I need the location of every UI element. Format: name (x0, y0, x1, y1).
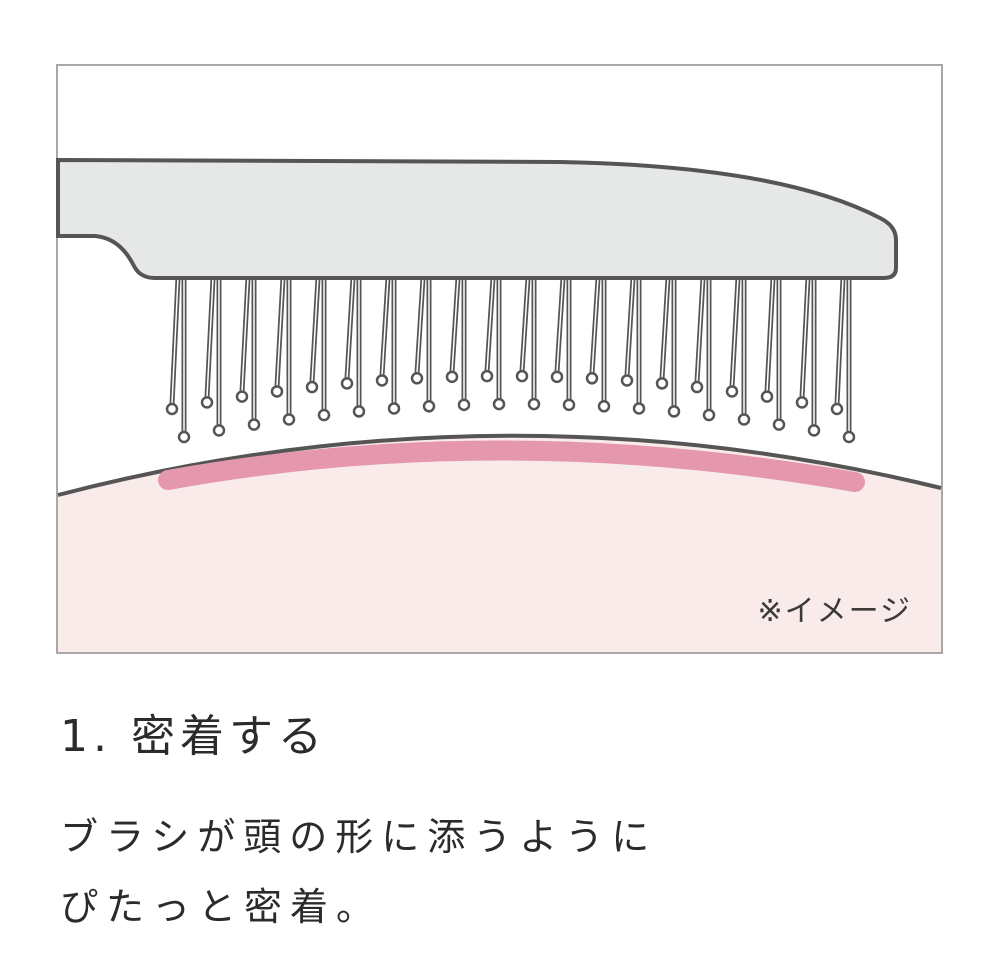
bristle-tip (445, 370, 459, 384)
bristle-tip (165, 402, 179, 416)
bristle-tip (200, 396, 214, 409)
bristles (165, 277, 856, 444)
bristle-tip (737, 413, 751, 426)
bristle-tip (212, 424, 226, 437)
bristle-tip (177, 430, 191, 444)
bristle-tip (305, 380, 319, 394)
bristle-tip (585, 372, 599, 385)
bristle-tip (247, 418, 261, 431)
bristle-tip (807, 424, 821, 437)
bristle-tip (667, 405, 681, 418)
bristle-tip (690, 380, 704, 394)
bristle-tip (375, 374, 389, 387)
description-line: ブラシが頭の形に添うように (60, 815, 658, 859)
description: ブラシが頭の形に添うように ぴたっと密着。 (60, 802, 657, 942)
bristle-tip (235, 390, 249, 403)
bristle-tip (515, 369, 529, 383)
scalp (58, 435, 941, 652)
bristle-tip (655, 377, 669, 390)
bristle-tip (725, 385, 739, 398)
bristle-tip (632, 402, 646, 415)
bristle-tip (457, 398, 471, 412)
bristle-tip (550, 370, 564, 384)
bristle-tip (620, 374, 634, 387)
bristle-tip (597, 400, 611, 413)
bristle-tip (480, 369, 494, 383)
scalp-outline (57, 433, 942, 497)
bristle-tip (352, 405, 366, 418)
image-note: ※イメージ (757, 594, 912, 629)
bristle-tip (317, 408, 331, 422)
contact-area (158, 440, 865, 492)
bristle-tip (830, 402, 844, 416)
bristle-tip (562, 398, 576, 412)
bristle-tip (772, 418, 786, 431)
bristle-tip (340, 377, 354, 390)
bristle-tip (410, 372, 424, 385)
bristle-tip (270, 385, 284, 398)
bristle-tip (842, 430, 856, 444)
brush-head (56, 157, 898, 280)
bristle-tip (387, 402, 401, 415)
brush-illustration (56, 64, 943, 654)
bristle-tip (702, 408, 716, 422)
bristle-tip (795, 396, 809, 409)
bristle-tip (527, 397, 541, 411)
bristle-tip (422, 400, 436, 413)
bristle-tip (492, 397, 506, 411)
bristle-tip (760, 390, 774, 403)
description-line: ぴたっと密着。 (60, 885, 383, 929)
section-heading: 1. 密着する (60, 711, 327, 762)
bristle-tip (282, 413, 296, 426)
